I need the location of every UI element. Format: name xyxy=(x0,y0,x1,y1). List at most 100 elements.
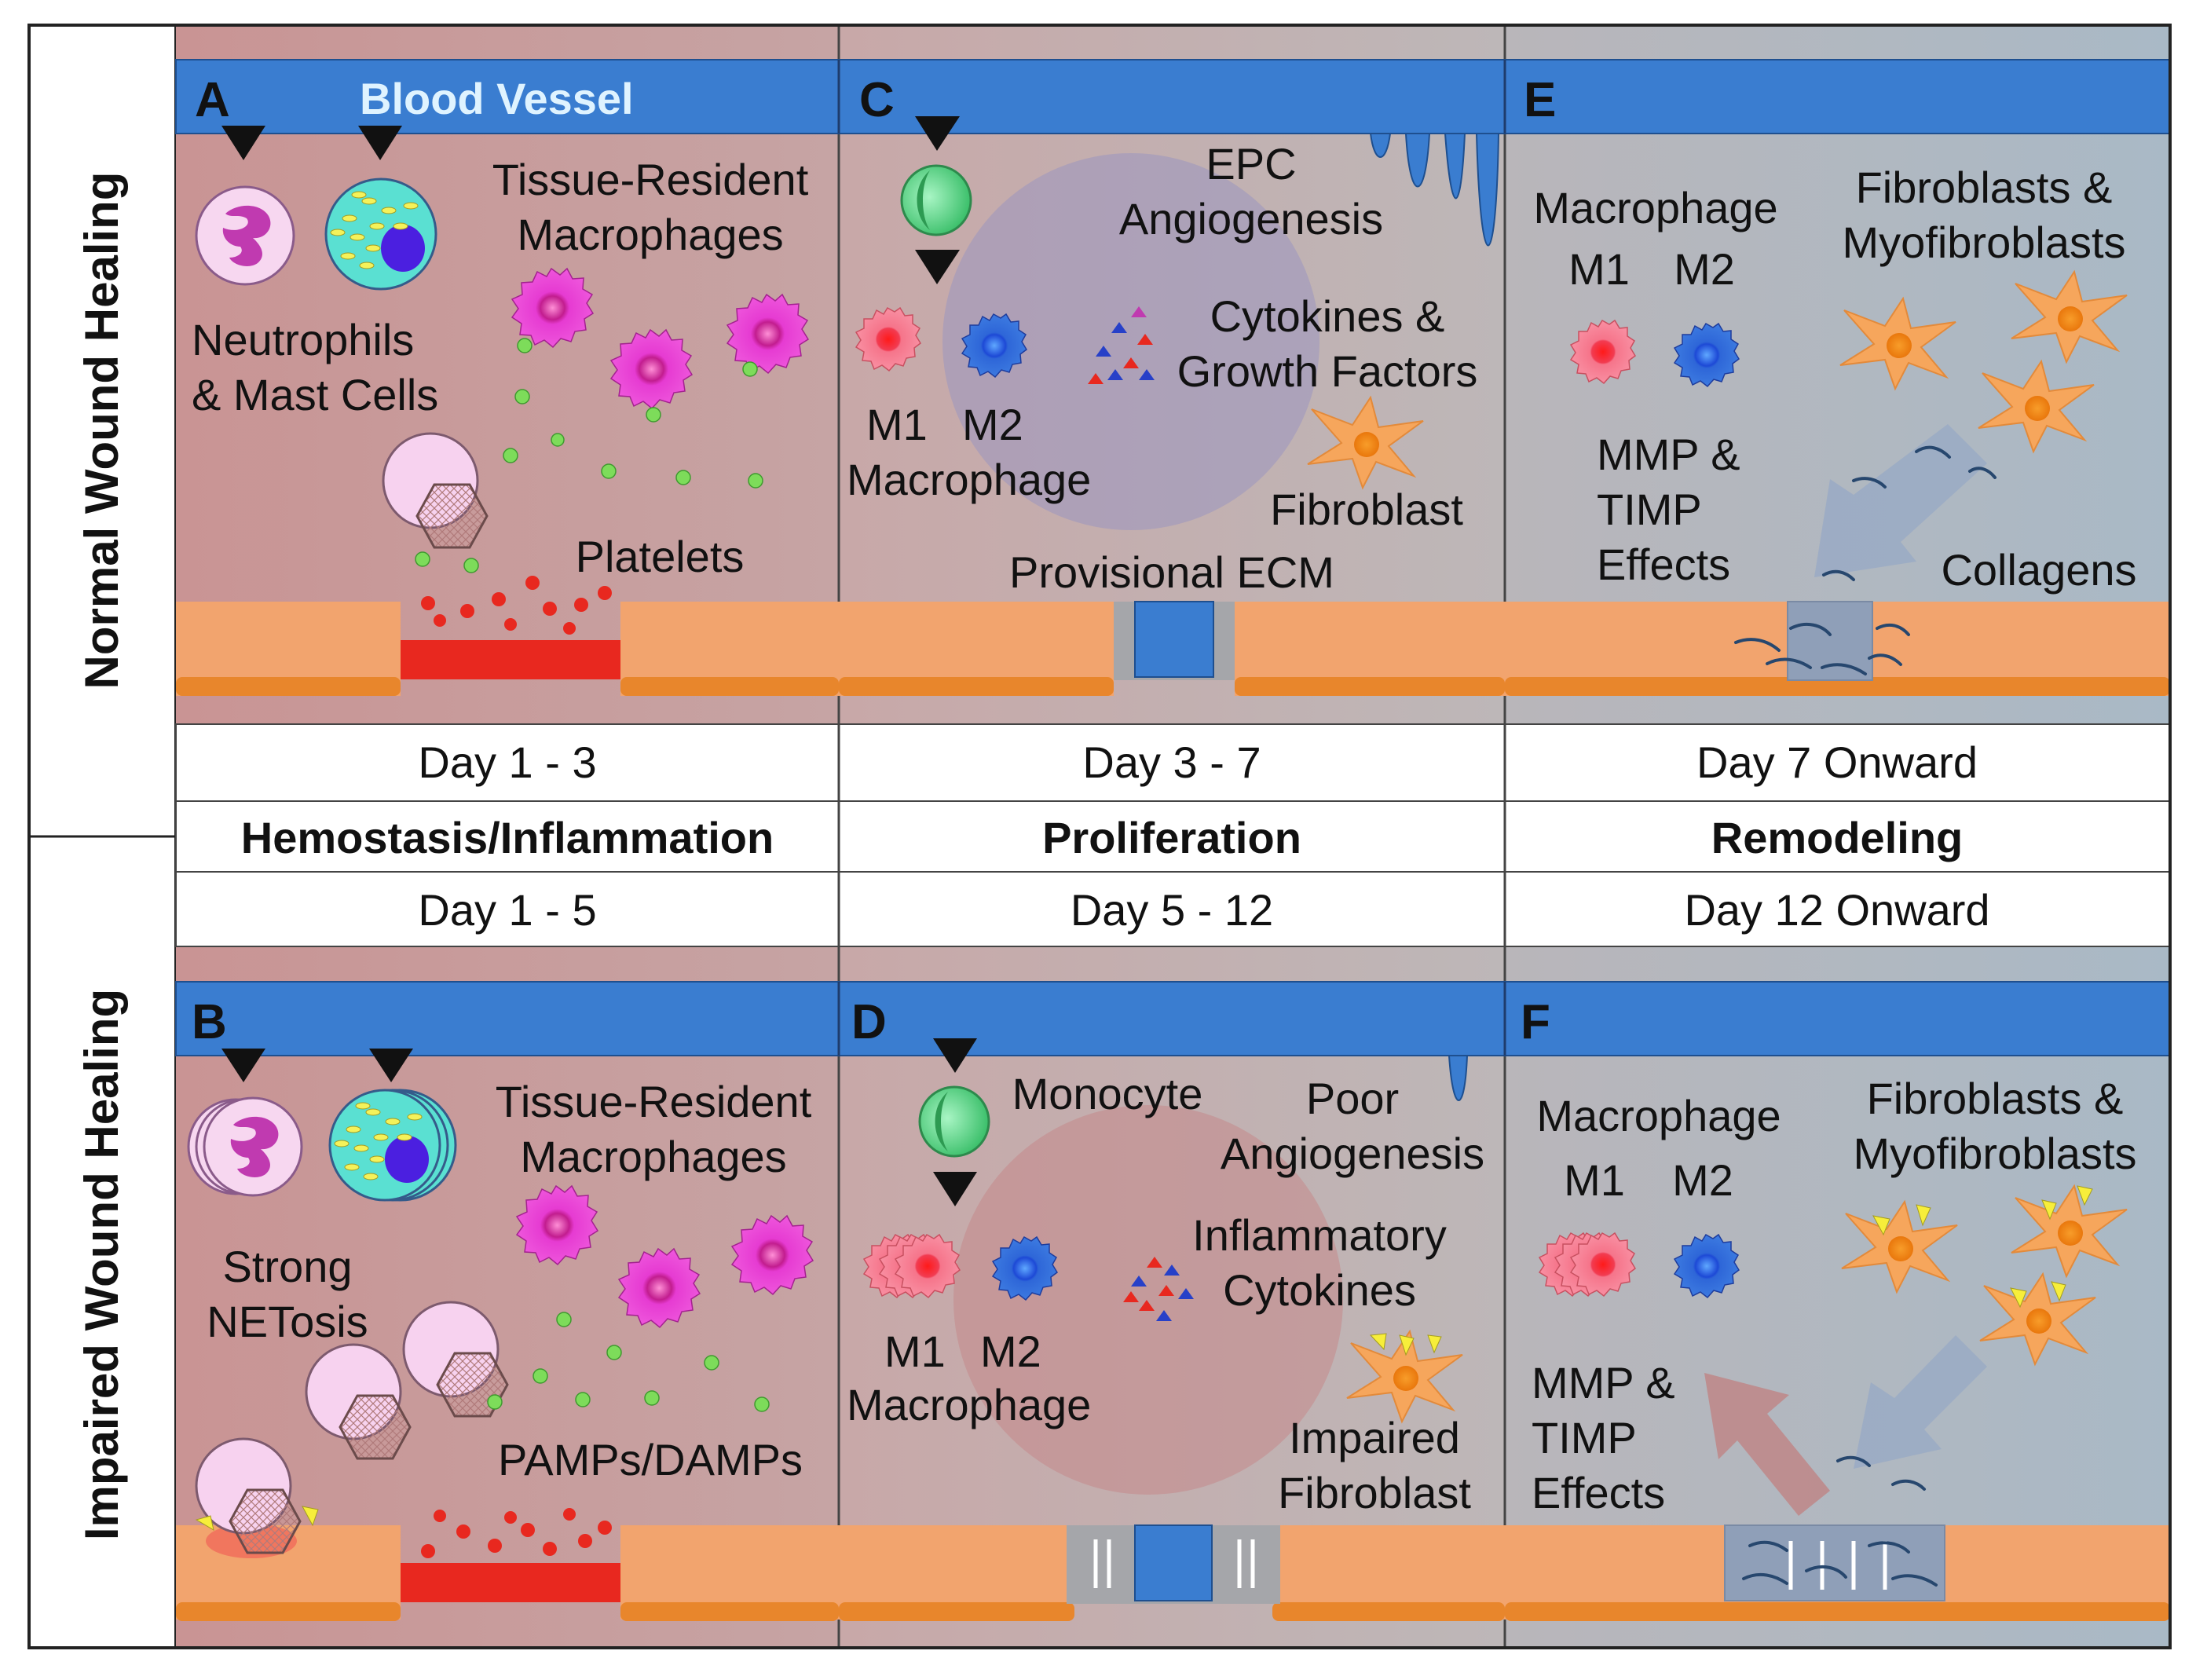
fib-label-E-1: Fibroblasts & xyxy=(1856,163,2113,212)
epc-label-2: Angiogenesis xyxy=(1119,194,1383,243)
m2-label-F: M2 xyxy=(1672,1155,1733,1205)
pamps-label: PAMPs/DAMPs xyxy=(498,1435,803,1484)
day-impaired-1: Day 1 - 5 xyxy=(418,885,596,935)
macrophage-label-E: Macrophage xyxy=(1533,183,1777,232)
m1-label-C: M1 xyxy=(866,400,928,449)
green-particles-B xyxy=(487,1312,770,1412)
skin-layer-F xyxy=(1505,1524,2170,1621)
monocyte-label: Monocyte xyxy=(1012,1069,1203,1118)
blood-vessel-bottom xyxy=(175,981,2171,1056)
trm-label-2: Macrophages xyxy=(517,210,783,259)
skin-layer-C xyxy=(839,601,1505,696)
m2-label-E: M2 xyxy=(1674,244,1735,294)
mast-cell-stack-B xyxy=(328,1089,457,1202)
impaired-fib-label-1: Impaired xyxy=(1289,1413,1460,1462)
green-particles-A xyxy=(415,338,763,573)
netosis-label-1: Strong xyxy=(223,1242,353,1291)
arrows-B xyxy=(221,1049,413,1082)
degrade-arrow-F xyxy=(1704,1373,1830,1516)
mmp-label-F-1: MMP & xyxy=(1532,1358,1675,1407)
row-label-normal: Normal Wound Healing xyxy=(75,172,128,690)
day-impaired-2: Day 5 - 12 xyxy=(1071,885,1273,935)
netosis-label-2: NETosis xyxy=(207,1297,368,1346)
cytokines-label-2: Growth Factors xyxy=(1177,346,1478,396)
provisional-ecm-label: Provisional ECM xyxy=(1009,547,1334,597)
skin-layer-D xyxy=(839,1524,1505,1621)
collagen-arrow-E xyxy=(1814,424,1987,577)
panel-letter-B: B xyxy=(192,995,227,1049)
neutrophil-stack-B xyxy=(187,1096,303,1197)
mmp-label-E-3: Effects xyxy=(1597,540,1730,589)
monocyte-D xyxy=(918,1085,990,1158)
cytokine-cloud-C xyxy=(942,153,1319,530)
arrows-A xyxy=(221,126,402,160)
trm-label-B-1: Tissue-Resident xyxy=(496,1077,812,1126)
poor-angio-label-1: Poor xyxy=(1306,1074,1399,1123)
collagen-fibers-E xyxy=(1734,445,1997,675)
phase-hemostasis: Hemostasis/Inflammation xyxy=(241,813,774,862)
platelet-drops-B xyxy=(421,1508,612,1558)
mmp-label-F-3: Effects xyxy=(1532,1468,1665,1517)
inflammatory-label-1: Inflammatory xyxy=(1192,1210,1447,1260)
fibroblast-label-C: Fibroblast xyxy=(1270,485,1463,534)
fib-label-F-2: Myofibroblasts xyxy=(1853,1129,2136,1178)
arrows-D xyxy=(933,1038,977,1206)
fib-label-E-2: Myofibroblasts xyxy=(1842,218,2125,267)
collagen-fibers-F xyxy=(1742,1455,1938,1587)
skin-layer-A xyxy=(176,602,839,696)
m1-label-D: M1 xyxy=(884,1327,946,1376)
day-band-normal xyxy=(175,723,2171,802)
phase-band xyxy=(175,800,2171,873)
m2-label-C: M2 xyxy=(962,400,1023,449)
monocyte-C xyxy=(900,164,972,236)
neutrophils-label-2: & Mast Cells xyxy=(192,370,438,419)
platelets-label: Platelets xyxy=(576,532,745,581)
m1-label-E: M1 xyxy=(1568,244,1630,294)
skin-layer-E xyxy=(1505,601,2170,696)
epc-label-1: EPC xyxy=(1206,139,1296,188)
poor-angiogenesis-sprout xyxy=(1448,1055,1469,1101)
cytokine-triangles-C xyxy=(1088,306,1155,384)
mmp-label-E-2: TIMP xyxy=(1597,485,1702,534)
m2-label-D: M2 xyxy=(980,1327,1041,1376)
outer-frame-top xyxy=(27,24,2172,1649)
phase-remodeling: Remodeling xyxy=(1711,813,1963,862)
collagen-arrow-F xyxy=(1854,1335,1987,1469)
trm-label-B-2: Macrophages xyxy=(520,1132,786,1181)
panel-letter-D: D xyxy=(851,995,887,1049)
yellow-spikes-F xyxy=(1872,1185,2093,1308)
cytokine-triangles-D xyxy=(1123,1257,1194,1321)
day-normal-2: Day 3 - 7 xyxy=(1082,738,1261,787)
m1-label-F: M1 xyxy=(1564,1155,1625,1205)
arrows-C xyxy=(915,116,960,284)
blood-vessel-label: Blood Vessel xyxy=(360,74,634,123)
panel-letter-A: A xyxy=(195,73,230,127)
mast-cell-A xyxy=(324,178,437,291)
neutrophil-A xyxy=(195,185,295,286)
fib-label-F-1: Fibroblasts & xyxy=(1867,1074,2124,1123)
yellow-spikes-D xyxy=(1369,1333,1442,1356)
skin-layer-B xyxy=(176,1524,839,1621)
mmp-label-E-1: MMP & xyxy=(1597,430,1740,479)
yellow-spikes-B xyxy=(195,1506,319,1532)
collagens-label: Collagens xyxy=(1941,545,2136,595)
phase-proliferation: Proliferation xyxy=(1042,813,1301,862)
panel-letter-E: E xyxy=(1524,73,1556,127)
inflammation-cloud-D xyxy=(953,1105,1343,1495)
row-label-impaired: Impaired Wound Healing xyxy=(75,989,128,1540)
day-normal-1: Day 1 - 3 xyxy=(418,738,596,787)
neutrophils-label-1: Neutrophils xyxy=(192,315,414,364)
inflammatory-label-2: Cytokines xyxy=(1223,1265,1416,1315)
panel-letter-C: C xyxy=(859,73,895,127)
angiogenesis-sprouts xyxy=(1369,133,1500,247)
macrophage-label-D: Macrophage xyxy=(847,1380,1091,1429)
blood-vessel-top xyxy=(175,59,2171,134)
macrophage-label-F: Macrophage xyxy=(1536,1091,1781,1140)
trm-label-1: Tissue-Resident xyxy=(492,155,809,204)
day-normal-3: Day 7 Onward xyxy=(1696,738,1978,787)
macrophage-label-C: Macrophage xyxy=(847,455,1091,504)
day-impaired-3: Day 12 Onward xyxy=(1684,885,1989,935)
platelet-drops-A xyxy=(421,576,612,635)
cytokines-label-1: Cytokines & xyxy=(1210,291,1445,341)
